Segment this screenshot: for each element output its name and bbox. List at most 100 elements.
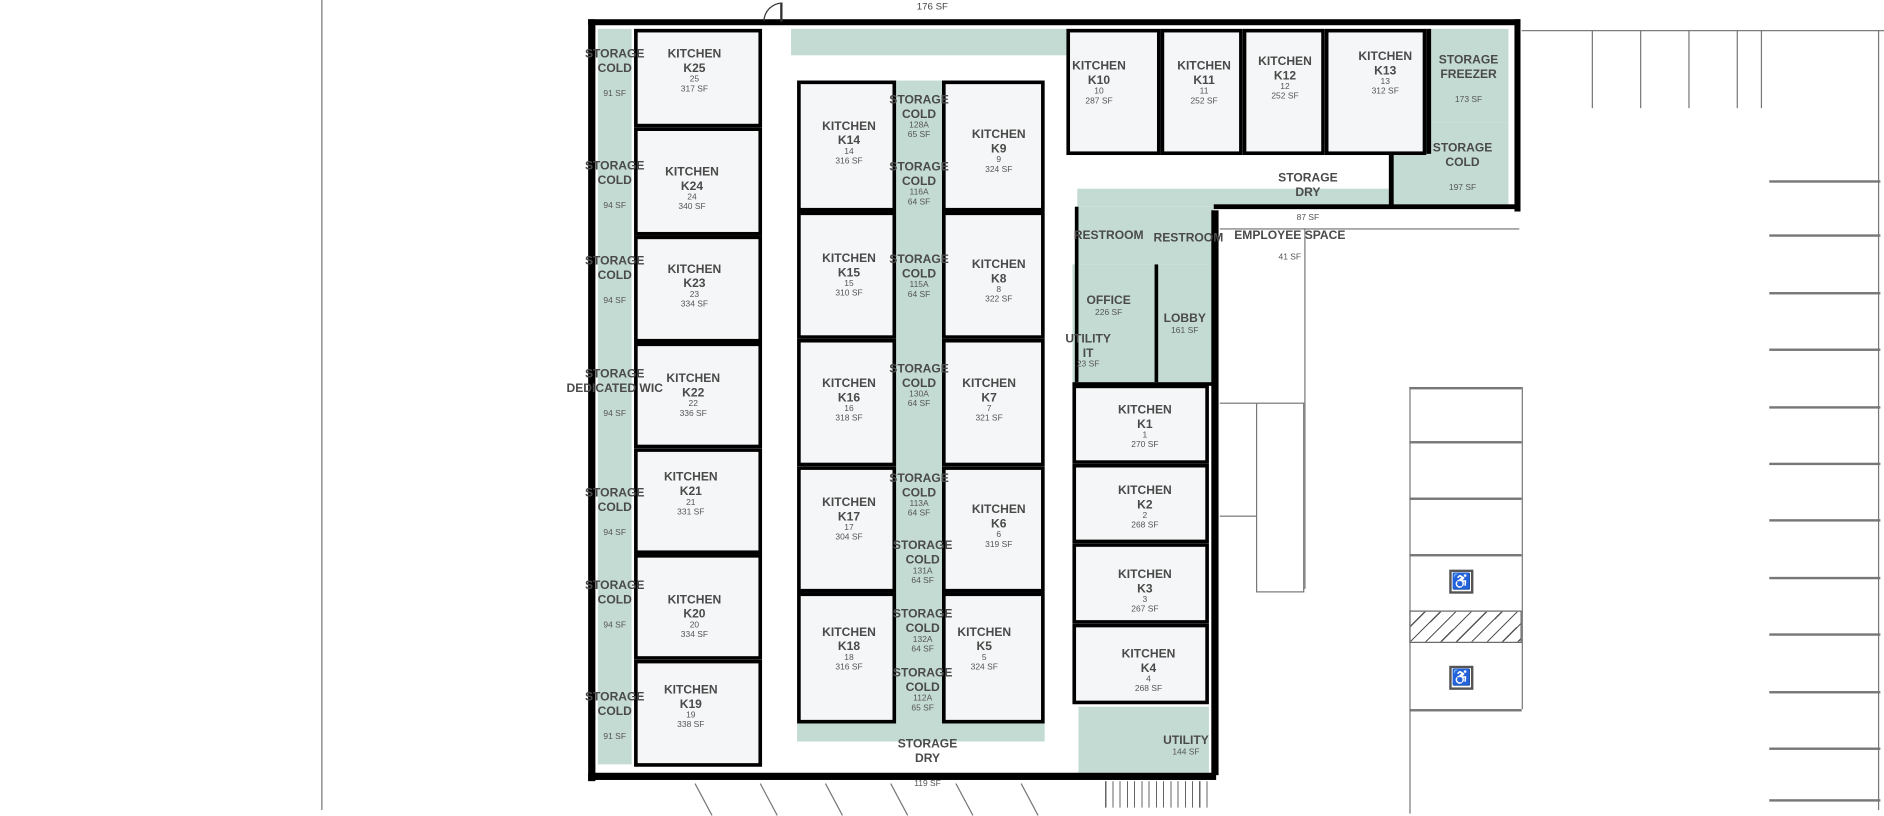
room-name: K23 — [683, 277, 706, 291]
room-name: STORAGE — [584, 367, 645, 381]
room-name: STORAGE — [889, 161, 949, 175]
room-name: STORAGE — [889, 472, 949, 486]
stair — [1099, 781, 1208, 808]
room-name: K4 — [1140, 661, 1157, 675]
room-name: COLD — [905, 553, 940, 567]
room-name: KITCHEN — [822, 626, 876, 640]
room-name: DRY — [914, 751, 941, 765]
room-number: 6 — [996, 531, 1002, 540]
room-name: K19 — [679, 697, 702, 711]
room-area: 318 SF — [835, 414, 863, 424]
room-area: 317 SF — [680, 85, 709, 94]
room-number: 13 — [1380, 78, 1390, 87]
room-number: 3 — [1142, 596, 1148, 605]
room-area: 287 SF — [1085, 97, 1113, 106]
storage-cold-strip-west — [597, 28, 632, 765]
room-area: 119 SF — [914, 779, 941, 789]
room-name: FREEZER — [1440, 67, 1497, 82]
room-area: 338 SF — [677, 721, 705, 730]
room-area: 268 SF — [1134, 685, 1163, 694]
kitchen-room — [1072, 384, 1209, 464]
kitchen-room — [797, 338, 897, 467]
room-area: 304 SF — [835, 533, 863, 543]
room-name: KITCHEN — [1118, 568, 1172, 582]
room-name: KITCHEN — [1072, 60, 1126, 74]
room-number: 16 — [844, 405, 854, 414]
storage-cold-strip-center — [896, 80, 943, 724]
room-name: KITCHEN — [667, 263, 722, 277]
room-area: 65 SF — [911, 704, 934, 713]
room-number: 18 — [844, 653, 854, 663]
kitchen-room — [1072, 623, 1209, 705]
room-name: RESTROOM — [1073, 229, 1144, 243]
room-name: KITCHEN — [1118, 484, 1172, 498]
room-area: 94 SF — [603, 201, 627, 211]
room-area: 65 SF — [907, 131, 931, 140]
room-area: 64 SF — [911, 645, 934, 654]
restroom-room-label: RESTROOM — [1153, 232, 1223, 246]
room-area: 64 SF — [907, 400, 931, 409]
room-area: 267 SF — [1131, 605, 1159, 615]
room-name: COLD — [905, 680, 940, 695]
room-name: K5 — [976, 639, 993, 654]
room-name: K24 — [680, 179, 704, 193]
room-name: STORAGE — [892, 666, 953, 681]
room-area: 270 SF — [1131, 441, 1159, 450]
door-swing — [763, 2, 783, 22]
room-area: 340 SF — [678, 203, 706, 212]
room-name: K13 — [1374, 64, 1397, 78]
room-name: RESTROOM — [1153, 231, 1224, 246]
room-area: 268 SF — [1131, 521, 1159, 531]
interior-wall — [1388, 153, 1394, 207]
room-name: K12 — [1273, 69, 1297, 83]
room-name: KITCHEN — [822, 377, 876, 391]
kitchen-room — [634, 28, 763, 128]
room-name: EMPLOYEE SPACE — [1234, 229, 1346, 243]
parking-stall-line — [1769, 799, 1881, 802]
room-area: 91 SF — [603, 90, 627, 99]
room-name: KITCHEN — [1177, 60, 1231, 74]
room-name: KITCHEN — [971, 258, 1026, 272]
parking-stall-line — [1769, 633, 1881, 636]
restroom-area — [1074, 206, 1214, 265]
site-line — [1219, 228, 1520, 230]
parking-edge-top — [1521, 30, 1884, 32]
kitchen-room — [634, 448, 763, 555]
property-line — [321, 0, 323, 811]
room-name: K1 — [1137, 417, 1153, 431]
room-name: K3 — [1137, 582, 1153, 596]
room-name: KITCHEN — [665, 165, 719, 180]
room-name: KITCHEN — [667, 593, 722, 607]
room-name: COLD — [901, 107, 937, 121]
room-name: KITCHEN — [962, 377, 1016, 391]
room-number: 15 — [844, 280, 854, 289]
kitchen-room — [634, 554, 763, 660]
room-name: STORAGE — [1438, 54, 1499, 68]
parking-stall-line — [1769, 462, 1881, 466]
room-name: COLD — [597, 268, 632, 282]
room-name: KITCHEN — [1118, 403, 1172, 418]
room-area: 324 SF — [970, 663, 998, 672]
room-number: 115A — [909, 281, 929, 290]
parking-stall-line — [1409, 386, 1522, 390]
parking-stall-line — [1409, 497, 1522, 500]
interior-wall — [1074, 206, 1079, 383]
room-number: 23 — [689, 290, 700, 300]
room-number: 113A — [909, 499, 929, 509]
room-area: 331 SF — [677, 508, 705, 517]
kitchen-room — [1324, 28, 1427, 156]
room-area: 173 SF — [1454, 96, 1483, 105]
